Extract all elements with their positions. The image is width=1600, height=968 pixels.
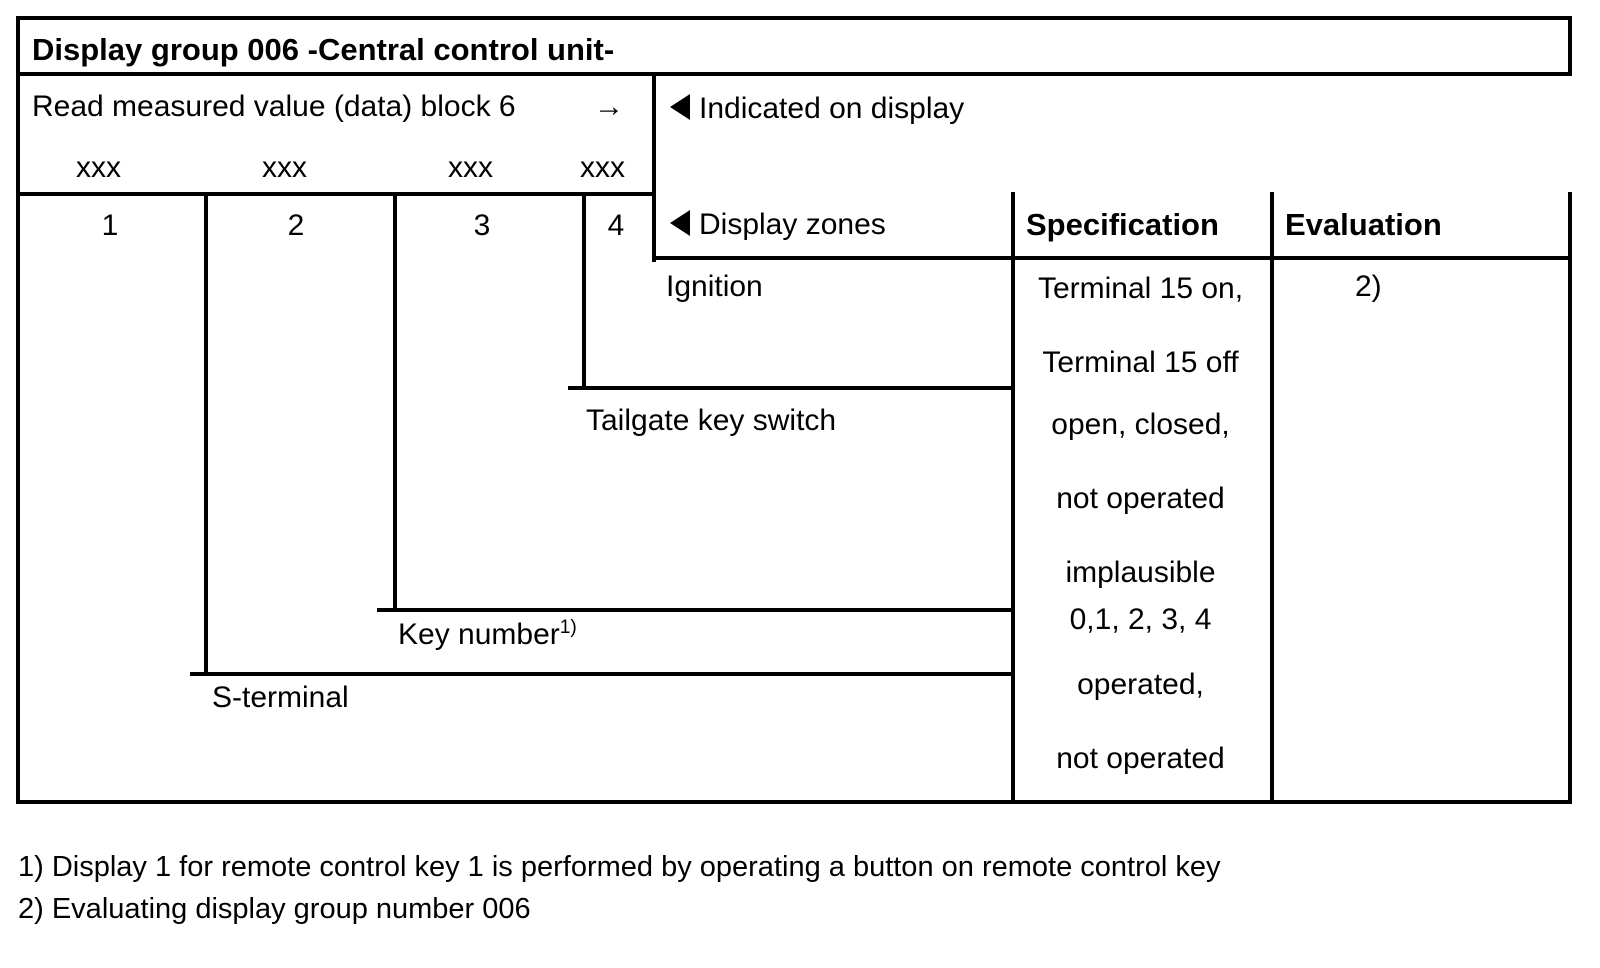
table-right-border-body	[1568, 192, 1572, 804]
spec-line: implausible	[1065, 556, 1216, 589]
read-measured-value-label: Read measured value (data) block 6	[32, 90, 516, 123]
evaluation-ignition: 2)	[1355, 270, 1382, 303]
title-row-bottom-border	[16, 72, 1572, 76]
table-left-border	[16, 16, 20, 804]
spec-line: 0,1, 2, 3, 4	[1069, 603, 1212, 636]
page-title: Display group 006 -Central control unit-	[32, 32, 615, 67]
read-block-right-border	[652, 72, 656, 262]
table-bottom-border	[16, 800, 1572, 804]
arrow-right-icon: →	[594, 90, 624, 123]
specification-column-divider	[1011, 192, 1015, 804]
indicated-on-display-text: Indicated on display	[699, 92, 965, 125]
placeholder-xxx-2: xxx	[262, 151, 307, 184]
placeholder-xxx-3: xxx	[448, 151, 493, 184]
placeholder-xxx-1: xxx	[76, 151, 121, 184]
column-number-2: 2	[287, 209, 305, 242]
header-evaluation: Evaluation	[1285, 207, 1442, 242]
specification-s-terminal: operated, not operated	[1011, 648, 1270, 796]
ignition-row-bottom-border	[568, 386, 1014, 390]
display-zones-text: Display zones	[699, 208, 886, 241]
specification-ignition: Terminal 15 on, Terminal 15 off	[1011, 252, 1270, 400]
zone-label-ignition: Ignition	[666, 270, 763, 303]
indicated-on-display-label: Indicated on display	[670, 94, 964, 124]
zone-label-s-terminal: S-terminal	[212, 681, 349, 714]
zone-label-tailgate: Tailgate key switch	[586, 404, 837, 437]
table-right-border-title	[1568, 16, 1572, 76]
evaluation-column-divider	[1270, 192, 1274, 804]
zone-label-key-number: Key number1)	[398, 617, 577, 651]
display-zones-label: Display zones	[670, 210, 886, 240]
spec-line: not operated	[1056, 482, 1225, 515]
specification-tailgate: open, closed, not operated implausible	[1011, 388, 1270, 610]
footnote-1: 1) Display 1 for remote control key 1 is…	[18, 851, 1221, 883]
key-number-row-bottom-border	[190, 672, 1014, 676]
spec-line: open, closed,	[1051, 408, 1230, 441]
column-divider-1-2	[204, 192, 208, 676]
column-number-1: 1	[101, 209, 119, 242]
left-triangle-icon	[670, 94, 690, 120]
spec-line: operated,	[1077, 668, 1204, 701]
left-triangle-icon-2	[670, 210, 690, 236]
read-block-bottom-border	[16, 192, 656, 196]
column-number-3: 3	[473, 209, 491, 242]
placeholder-xxx-4: xxx	[580, 151, 625, 184]
column-divider-3-4	[582, 192, 586, 389]
specification-key-number: 0,1, 2, 3, 4	[1011, 583, 1270, 657]
table-top-border	[16, 16, 1572, 20]
spec-line: Terminal 15 on,	[1037, 272, 1244, 305]
zones-header-bottom-border	[652, 256, 1572, 260]
spec-line: Terminal 15 off	[1042, 346, 1239, 379]
spec-line: not operated	[1056, 742, 1225, 775]
key-number-superscript: 1)	[559, 617, 577, 638]
column-divider-4-zone	[652, 192, 656, 262]
column-number-4: 4	[607, 209, 625, 242]
key-number-text: Key number	[398, 618, 560, 651]
column-divider-2-3	[393, 192, 397, 612]
tailgate-row-bottom-border	[377, 608, 1014, 612]
header-specification: Specification	[1026, 207, 1219, 242]
footnote-2: 2) Evaluating display group number 006	[18, 893, 531, 925]
